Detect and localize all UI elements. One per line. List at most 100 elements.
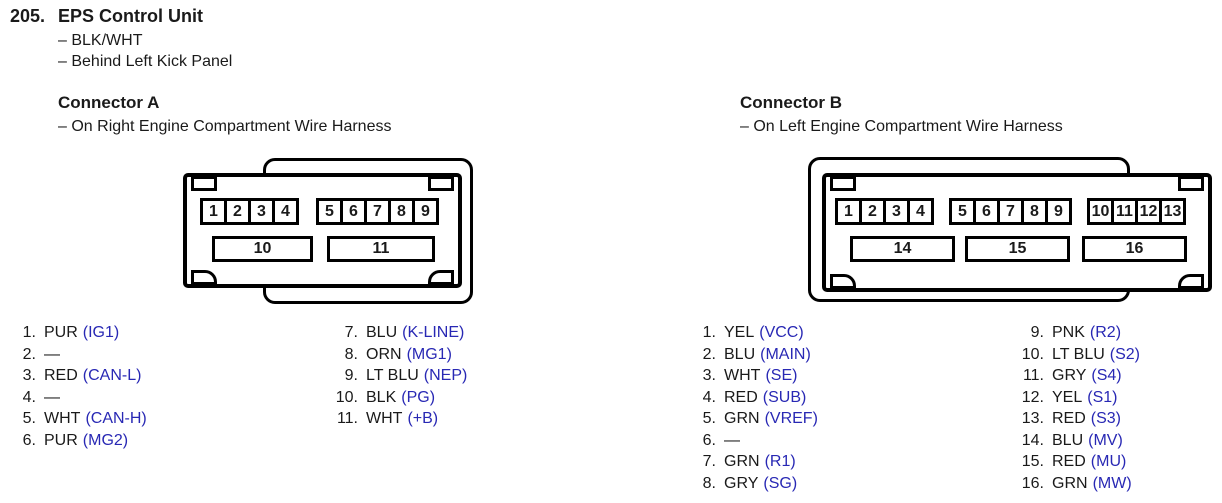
signal-name: (CAN-H) [85,410,147,427]
signal-name: (SE) [765,367,798,384]
pin-number: 14. [1021,431,1044,449]
pin-cavity: 9 [412,198,439,225]
signal-name: (S4) [1091,367,1122,384]
pin-number: 12. [1021,388,1044,406]
pin-cavity: 6 [340,198,367,225]
wire-color: GRY [724,474,759,492]
pin-number: 3. [22,367,36,384]
pin-list-item: 12.YEL(S1) [1014,387,1140,409]
pin-list-item: 3.WHT(SE) [692,365,818,387]
connector-b-title: Connector B [740,93,842,112]
pin-number: 7. [344,324,358,341]
pin-cavity: 2 [859,198,886,225]
wire-color: WHT [44,410,81,427]
signal-name: (PG) [401,388,436,406]
pin-number: 11. [336,410,358,427]
pin-number: 5. [702,410,716,427]
wire-color: BLU [366,324,398,341]
wire-color: — [44,345,60,363]
wire-color: BLU [724,345,756,363]
signal-name: (SUB) [762,388,807,406]
signal-name: (VCC) [759,324,804,341]
wire-color: WHT [724,367,761,384]
pin-list-item: 6.— [692,430,818,452]
pin-number: 11. [1022,367,1044,384]
signal-name: (+B) [407,410,439,427]
pin-number: 4. [22,388,36,406]
corner-tab [1178,176,1204,191]
wire-color: BLU [1052,431,1084,449]
wire-color: PNK [1052,324,1085,341]
corner-tab [191,176,217,191]
pin-list-item: 8.ORN(MG1) [330,344,467,366]
pin-cavity: 7 [364,198,391,225]
pin-cavity: 1 [200,198,227,225]
pin-list-item: 2. BLU(MAIN) [692,344,818,366]
pin-number: 2. [702,345,716,363]
pin-cavity: 3 [248,198,275,225]
pin-cavity-wide: 16 [1082,236,1187,262]
pin-list-item: 4.— [12,387,147,409]
signal-name: (SG) [763,474,798,492]
pin-cavity-wide: 14 [850,236,955,262]
pin-cavity: 6 [973,198,1000,225]
pin-cavity: 10 [1087,198,1114,225]
signal-name: (K-LINE) [402,324,465,341]
corner-tab [191,270,217,285]
connector-b-header: Connector B – On Left Engine Compartment… [740,93,1063,136]
signal-name: (MU) [1090,453,1127,470]
section-number: 205. [10,6,46,26]
wire-color: RED [724,388,758,406]
pin-number: 8. [702,474,716,492]
pin-number: 9. [1030,324,1044,341]
pin-cavity: 8 [1021,198,1048,225]
pin-cavity-wide: 15 [965,236,1070,262]
connector-b-location: – On Left Engine Compartment Wire Harnes… [740,118,1063,135]
corner-tab [428,176,454,191]
pin-list-item: 16.GRN(MW) [1014,473,1140,495]
wire-color: RED [1052,410,1086,427]
corner-tab [1178,274,1204,289]
pin-cavity: 7 [997,198,1024,225]
connector-a-header: Connector A – On Right Engine Compartmen… [58,93,391,136]
pin-number: 15. [1021,453,1044,470]
pin-cavity: 12 [1135,198,1162,225]
wire-color: GRN [1052,474,1088,492]
signal-name: (VREF) [764,410,818,427]
signal-name: (NEP) [423,367,468,384]
signal-name: (S2) [1109,345,1140,363]
pin-list-item: 5.WHT(CAN-H) [12,408,147,430]
connector-b-pin-list-left: 1.YEL(VCC)2.BLU(MAIN)3.WHT(SE)4.RED(SUB)… [692,322,818,494]
pin-list-item: 9.PNK(R2) [1014,322,1140,344]
wire-color: — [724,431,740,449]
unit-location: – Behind Left Kick Panel [58,53,233,70]
corner-tab [830,274,856,289]
wire-color: GRN [724,453,760,470]
pin-cavity-wide: 10 [212,236,313,262]
pin-list-item: 9. LT BLU(NEP) [330,365,468,387]
wire-color: GRY [1052,367,1087,384]
corner-tab [428,270,454,285]
signal-name: (MV) [1088,431,1123,449]
wire-color: LT BLU [366,367,419,384]
connector-a-location: – On Right Engine Compartment Wire Harne… [58,118,392,135]
wire-color: YEL [724,324,755,341]
pin-number: 1. [22,324,36,341]
wire-color: WHT [366,410,403,427]
unit-wire-color: – BLK/WHT [58,32,143,49]
signal-name: (S1) [1087,388,1118,406]
connector-a-pin-list-right: 7.BLU(K-LINE)8.ORN(MG1)9.LT BLU(NEP)10.B… [330,322,468,430]
pin-number: 9. [344,367,358,384]
pin-list-item: 1.YEL(VCC) [692,322,818,344]
wire-color: LT BLU [1052,345,1105,363]
signal-name: (MAIN) [760,345,811,363]
pin-list-item: 2.— [12,344,147,366]
pin-list-item: 7. BLU(K-LINE) [330,322,467,344]
connector-a-pin-list-left: 1.PUR(IG1)2.—3.RED(CAN-L)4.—5.WHT(CAN-H)… [12,322,147,451]
wire-color: PUR [44,324,78,341]
